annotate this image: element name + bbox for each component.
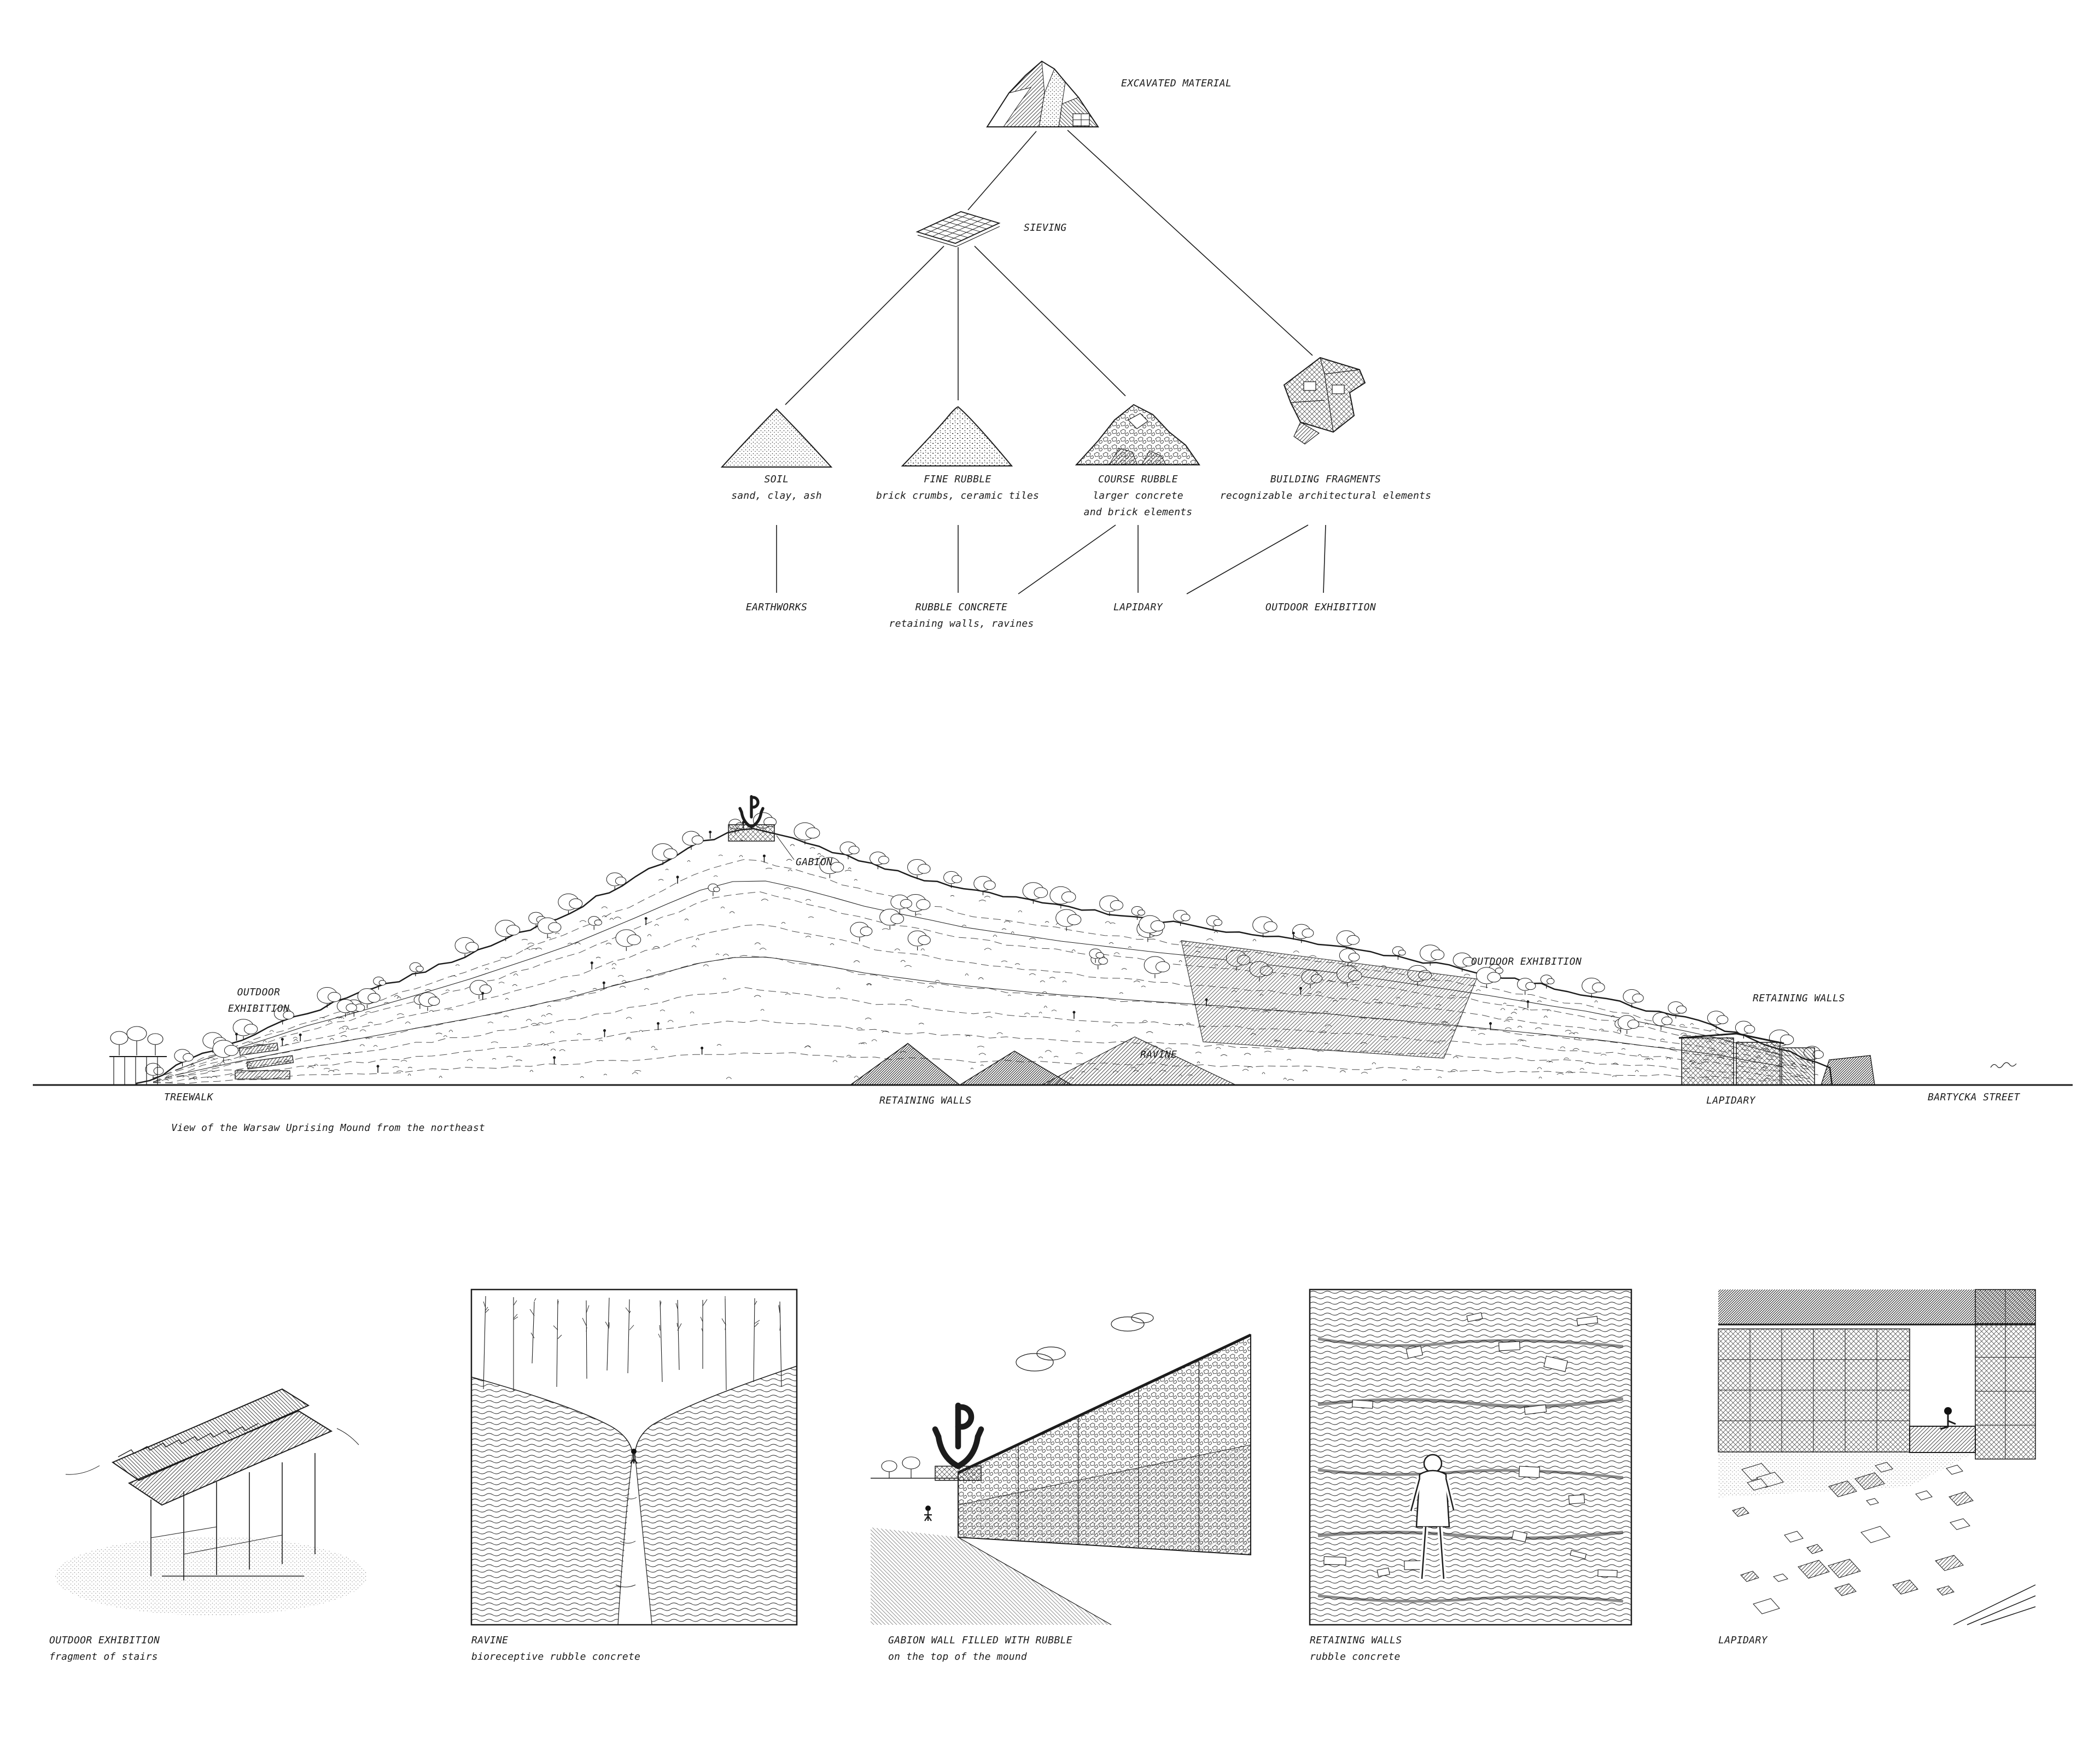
pano-label-retaining-walls-right: RETAINING WALLS bbox=[1753, 993, 1845, 1004]
panel-caption-retaining-walls: RETAINING WALLS rubble concrete bbox=[1310, 1635, 1402, 1662]
flow-category-fine-rubble: FINE RUBBLE brick crumbs, ceramic tiles bbox=[876, 471, 1039, 504]
pano-label-treewalk: TREEWALK bbox=[164, 1092, 213, 1103]
exhibition-slabs-sketch bbox=[235, 1042, 294, 1080]
category-sub: larger concrete bbox=[1093, 490, 1183, 501]
retaining-wall-sketch bbox=[849, 1043, 961, 1086]
panel-retaining-walls-sketch bbox=[1309, 1288, 1632, 1626]
category-label: FINE RUBBLE bbox=[924, 474, 991, 485]
soil-pile-sketch bbox=[720, 408, 833, 468]
artist-signature bbox=[1990, 1062, 2017, 1068]
category-label: BUILDING FRAGMENTS bbox=[1270, 474, 1381, 485]
pano-label-bartycka-street: BARTYCKA STREET bbox=[1928, 1092, 2020, 1103]
panel-ravine-sketch bbox=[470, 1288, 798, 1626]
flow-output-lapidary: LAPIDARY bbox=[1113, 599, 1163, 616]
panel-gabion-wall-sketch bbox=[871, 1312, 1252, 1625]
fine-rubble-sketch bbox=[901, 406, 1013, 466]
flow-root-label: EXCAVATED MATERIAL bbox=[1121, 78, 1232, 89]
treewalk-sketch bbox=[109, 1026, 167, 1085]
flow-output-earthworks: EARTHWORKS bbox=[746, 599, 807, 616]
ravine-sketch bbox=[1041, 1036, 1236, 1086]
category-sub: recognizable architectural elements bbox=[1220, 490, 1432, 501]
pano-label-retaining-walls-center: RETAINING WALLS bbox=[879, 1095, 972, 1106]
panel-caption-lapidary: LAPIDARY bbox=[1718, 1635, 1768, 1646]
lapidary-building-sketch bbox=[1678, 1032, 1815, 1086]
category-label: COURSE RUBBLE bbox=[1098, 474, 1179, 485]
flow-output-outdoor-exhibition: OUTDOOR EXHIBITION bbox=[1265, 599, 1376, 616]
sieve-sketch bbox=[915, 211, 1001, 247]
flow-category-soil: SOIL sand, clay, ash bbox=[731, 471, 822, 504]
flow-category-course-rubble: COURSE RUBBLE larger concrete and brick … bbox=[1084, 471, 1193, 521]
pano-label-outdoor-exhibition-left: OUTDOOR EXHIBITION bbox=[228, 987, 290, 1014]
course-rubble-sketch bbox=[1075, 404, 1200, 465]
right-slope-wall-sketch bbox=[1181, 940, 1477, 1059]
retaining-walls-panel-frame bbox=[1309, 1288, 1632, 1626]
pano-label-gabion: GABION bbox=[796, 856, 833, 868]
panorama-mound-sketch bbox=[136, 812, 1833, 1086]
flow-category-building-fragments: BUILDING FRAGMENTS recognizable architec… bbox=[1220, 471, 1431, 504]
panel-lapidary-sketch bbox=[1718, 1289, 2036, 1625]
category-sub: sand, clay, ash bbox=[731, 490, 822, 501]
output-label: RUBBLE CONCRETE bbox=[915, 602, 1008, 613]
gabion-leader-line bbox=[776, 835, 795, 860]
category-sub: brick crumbs, ceramic tiles bbox=[876, 490, 1039, 501]
panorama-extras bbox=[33, 797, 2073, 1086]
gabion-blocks-sketch bbox=[728, 824, 775, 842]
output-label: LAPIDARY bbox=[1113, 602, 1163, 613]
excavated-material-sketch bbox=[986, 60, 1099, 127]
flow-lines bbox=[776, 130, 1326, 594]
output-sub: retaining walls, ravines bbox=[889, 618, 1034, 629]
category-sub2: and brick elements bbox=[1083, 506, 1193, 518]
pano-label-ravine: RAVINE bbox=[1140, 1049, 1177, 1060]
pano-caption: View of the Warsaw Uprising Mound from t… bbox=[171, 1122, 485, 1134]
panel-caption-gabion-wall: GABION WALL FILLED WITH RUBBLE on the to… bbox=[888, 1635, 1073, 1662]
building-fragments-sketch bbox=[1283, 357, 1366, 445]
pano-label-lapidary: LAPIDARY bbox=[1706, 1095, 1755, 1106]
flow-sieving-label: SIEVING bbox=[1024, 222, 1067, 234]
output-label: EARTHWORKS bbox=[745, 602, 808, 613]
output-label: OUTDOOR EXHIBITION bbox=[1265, 602, 1376, 613]
category-label: SOIL bbox=[764, 474, 789, 485]
flow-output-rubble-concrete: RUBBLE CONCRETE retaining walls, ravines bbox=[889, 599, 1034, 632]
panel-caption-outdoor-exhibition: OUTDOOR EXHIBITION fragment of stairs bbox=[49, 1635, 160, 1662]
pano-label-outdoor-exhibition-right: OUTDOOR EXHIBITION bbox=[1471, 956, 1582, 967]
panel-caption-ravine: RAVINE bioreceptive rubble concrete bbox=[471, 1635, 641, 1662]
panel-outdoor-exhibition-sketch bbox=[55, 1388, 367, 1615]
